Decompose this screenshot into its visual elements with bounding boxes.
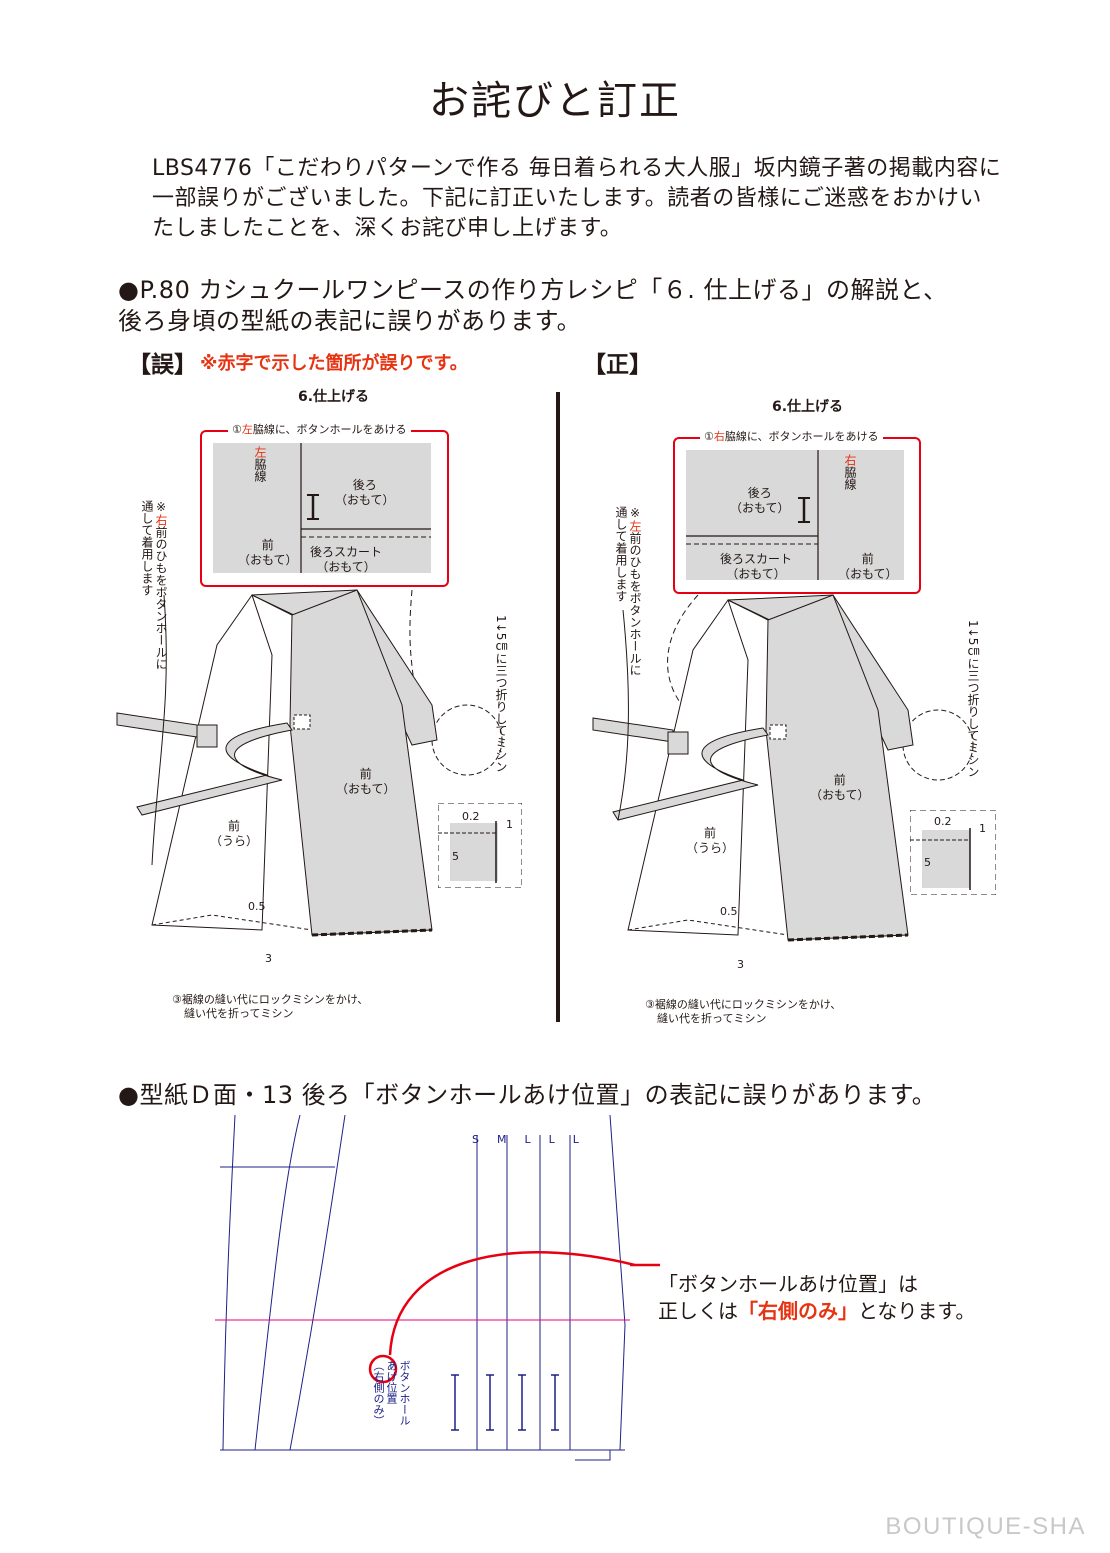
wrong-detail-diagram	[213, 443, 431, 573]
wrong-dress-illustration	[116, 589, 503, 937]
callout-line-1: 「ボタンホールあけ位置」は	[658, 1272, 918, 1296]
correct-d05: 0.5	[720, 905, 738, 918]
wrong-back-skirt-label: 後ろスカート （おもて）	[310, 545, 383, 574]
pattern-buttonhole-label: ボタンホールあけ位置（右側のみ）	[372, 1360, 411, 1426]
size-labels: SMLLL	[472, 1133, 597, 1146]
wrong-d02: 0.2	[462, 810, 480, 823]
intro-line-3: たしましたことを、深くお詫び申し上げます。	[152, 216, 623, 241]
page-title: お詫びと訂正	[429, 78, 681, 124]
callout-line-2: 正しくは「右側のみ」となります。	[658, 1299, 976, 1323]
wrong-hem-detail	[438, 803, 522, 888]
correct-d5: 5	[924, 856, 931, 869]
correct-hem-note-1: ③裾線の縫い代にロックミシンをかけ、	[645, 998, 842, 1011]
wrong-strap-note: ※右前のひもをボタンホールに通して着用します	[140, 500, 168, 670]
correct-front-label: 前 （おもて）	[838, 552, 898, 581]
wrong-front-label: 前 （おもて）	[238, 538, 298, 567]
wrong-d1: 1	[506, 818, 513, 831]
correct-step-title: 6.仕上げる	[772, 399, 844, 415]
section1-heading-1: ●P.80 カシュクールワンピースの作り方レシピ「６. 仕上げる」の解説と、	[118, 276, 948, 304]
panel-divider	[556, 392, 560, 1022]
section1-heading-2: 後ろ身頃の型紙の表記に誤りがあります。	[118, 307, 582, 335]
wrong-note: ※赤字で示した箇所が誤りです。	[200, 353, 468, 374]
correct-back-label: 後ろ （おもて）	[730, 486, 790, 515]
correct-hem-detail	[910, 810, 996, 895]
wrong-step-title: 6.仕上げる	[298, 389, 370, 405]
pattern-sheet-illustration	[215, 1115, 635, 1461]
correct-d02: 0.2	[934, 815, 952, 828]
intro-line-2: 一部誤りがございました。下記に訂正いたします。読者の皆様にご迷惑をおかけい	[152, 186, 982, 211]
wrong-fold-note: 1↓5㎝に三つ折りしてミシン	[494, 615, 508, 773]
correct-bracket: 【正】	[583, 352, 652, 378]
correct-d3: 3	[737, 958, 744, 971]
correct-dress-illustration	[592, 594, 974, 942]
correct-front-back-label: 前 （うら）	[686, 826, 735, 855]
wrong-d05: 0.5	[248, 900, 266, 913]
correct-box-caption: ①右脇線に、ボタンホールをあける	[700, 428, 883, 444]
wrong-bracket: 【誤】	[128, 352, 197, 378]
publisher-logo: BOUTIQUE-SHA	[885, 1513, 1086, 1540]
wrong-d3: 3	[265, 952, 272, 965]
wrong-front-back-label: 前 （うら）	[210, 819, 259, 848]
wrong-back-label: 後ろ （おもて）	[335, 478, 395, 507]
intro-line-1: LBS4776「こだわりパターンで作る 毎日着られる大人服」坂内鏡子著の掲載内容…	[152, 156, 1002, 181]
correct-hem-note-2: 縫い代を折ってミシン	[657, 1012, 767, 1025]
wrong-box-caption: ①左脇線に、ボタンホールをあける	[228, 421, 411, 437]
wrong-side-label: 左脇線	[253, 446, 267, 482]
correct-d1: 1	[979, 822, 986, 835]
section2-heading: ●型紙Ｄ面・13 後ろ「ボタンホールあけ位置」の表記に誤りがあります。	[118, 1081, 937, 1109]
wrong-hem-note-1: ③裾線の縫い代にロックミシンをかけ、	[172, 993, 369, 1006]
wrong-hem-note-2: 縫い代を折ってミシン	[184, 1007, 294, 1020]
callout-leader	[630, 1263, 660, 1267]
correct-detail-diagram	[686, 450, 904, 580]
correct-fold-note: 1↓5㎝に三つ折りしてミシン	[966, 620, 980, 778]
correct-side-label: 右脇線	[843, 454, 857, 490]
correct-strap-note: ※左前のひもをボタンホールに通して着用します	[614, 506, 642, 676]
correct-front-face-label: 前 （おもて）	[810, 773, 870, 802]
wrong-d5: 5	[452, 850, 459, 863]
correct-back-skirt-label: 後ろスカート （おもて）	[720, 552, 793, 581]
wrong-front-face-label: 前 （おもて）	[336, 767, 396, 796]
